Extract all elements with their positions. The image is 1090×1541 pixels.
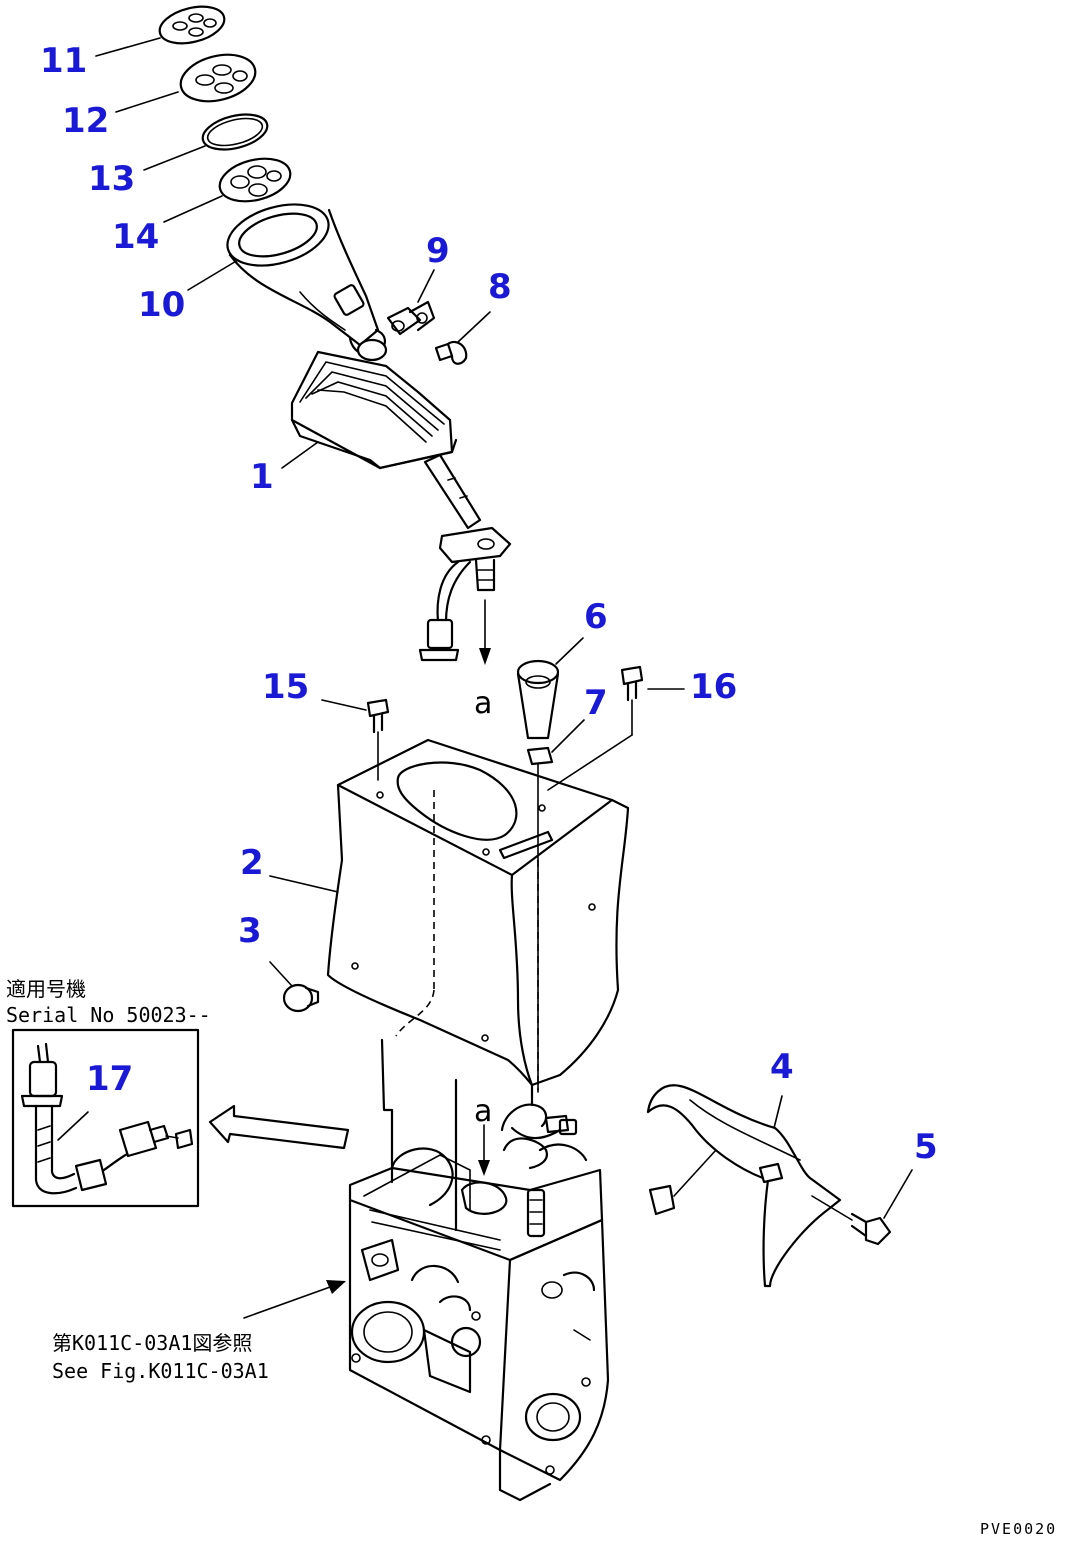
callout-10: 10 bbox=[138, 285, 185, 325]
connection-mark-bottom: a bbox=[474, 1094, 492, 1129]
clip-part-3 bbox=[269, 961, 320, 1013]
callout-7: 7 bbox=[584, 683, 608, 723]
callout-6: 6 bbox=[584, 597, 608, 637]
screw-part-8 bbox=[434, 340, 468, 365]
nut-part-7 bbox=[526, 746, 554, 1093]
bolt-part-5 bbox=[811, 1195, 892, 1246]
leader-lines bbox=[95, 37, 913, 1219]
grip-part-10 bbox=[226, 203, 386, 356]
cover-part-2 bbox=[326, 738, 630, 1090]
wire-harness bbox=[500, 1103, 570, 1140]
connection-arrow-bottom bbox=[478, 1124, 490, 1176]
callout-4: 4 bbox=[770, 1047, 794, 1087]
figure-reference-jp: 第K011C-03A1図参照 bbox=[52, 1331, 252, 1355]
lever-boot-part-1 bbox=[290, 338, 512, 662]
screw-part-15 bbox=[366, 698, 390, 781]
callout-17: 17 bbox=[86, 1059, 133, 1099]
valve-body bbox=[348, 1038, 610, 1502]
inset-note-jp: 適用号機 bbox=[6, 977, 86, 1001]
plate-part-12 bbox=[179, 53, 257, 103]
ring-part-13 bbox=[201, 113, 269, 151]
screw-part-16 bbox=[547, 665, 644, 791]
bracket-part-4 bbox=[646, 1084, 842, 1288]
callout-14: 14 bbox=[112, 217, 159, 257]
inset-box bbox=[11, 1028, 200, 1208]
callout-2: 2 bbox=[240, 843, 264, 883]
callout-12: 12 bbox=[62, 101, 109, 141]
inset-arrow bbox=[208, 1104, 350, 1150]
connection-mark-top: a bbox=[474, 686, 492, 721]
callout-5: 5 bbox=[914, 1127, 938, 1167]
callout-9: 9 bbox=[426, 231, 450, 271]
callout-1: 1 bbox=[250, 457, 274, 497]
inset-note-serial: Serial No 50023-- bbox=[6, 1003, 211, 1027]
connection-arrow-top bbox=[479, 599, 491, 665]
callout-3: 3 bbox=[238, 911, 262, 951]
callout-11: 11 bbox=[40, 41, 87, 81]
drawing-code: PVE0020 bbox=[980, 1520, 1057, 1538]
cap-part-11 bbox=[158, 5, 226, 45]
callout-numbers: 11 12 13 14 10 9 8 1 6 15 7 16 2 3 4 5 1… bbox=[40, 41, 938, 1167]
bolt-part-9 bbox=[386, 300, 436, 336]
callout-16: 16 bbox=[690, 667, 737, 707]
callout-15: 15 bbox=[262, 667, 309, 707]
knob-cap-part-6 bbox=[516, 659, 560, 740]
switch-part-14 bbox=[218, 157, 292, 203]
callout-8: 8 bbox=[488, 267, 512, 307]
figure-reference-arrow bbox=[243, 1280, 346, 1319]
figure-reference-en: See Fig.K011C-03A1 bbox=[52, 1359, 269, 1383]
callout-13: 13 bbox=[88, 159, 135, 199]
